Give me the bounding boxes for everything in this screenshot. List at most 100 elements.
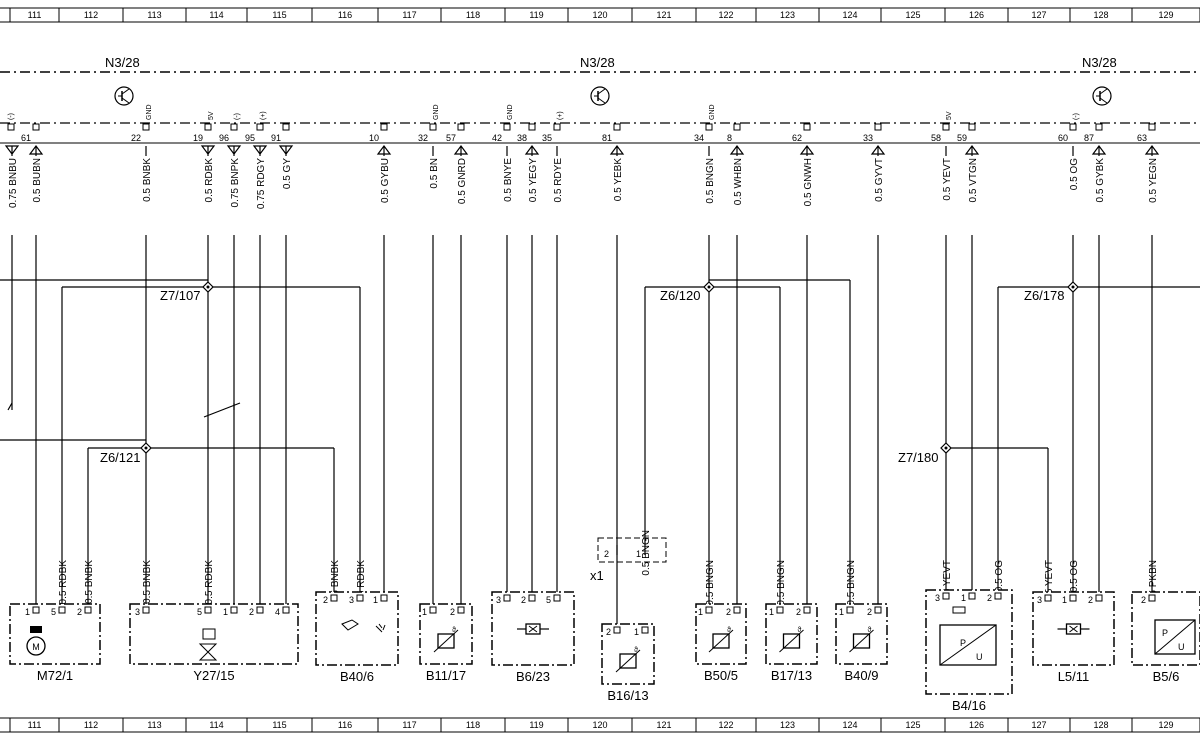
pin-number: 60 bbox=[1058, 133, 1068, 143]
component-pin-number: 3 bbox=[935, 593, 940, 603]
component-pin bbox=[503, 594, 511, 602]
theta-symbol: ϑ bbox=[868, 627, 872, 634]
ruler-label: 113 bbox=[147, 10, 161, 20]
wire-label: 0.5 YEBK bbox=[613, 158, 624, 202]
theta-symbol: ϑ bbox=[727, 627, 731, 634]
ruler-label: 123 bbox=[780, 10, 795, 20]
wire-segment bbox=[7, 402, 13, 411]
wire-label: 0.5 BNGN bbox=[776, 560, 787, 606]
pin-number: 61 bbox=[21, 133, 31, 143]
wire-segment bbox=[203, 402, 241, 418]
thermistor-slash bbox=[708, 629, 734, 653]
pin-number: 87 bbox=[1084, 133, 1094, 143]
component-pin-number: 1 bbox=[373, 595, 378, 605]
theta-symbol: ϑ bbox=[634, 647, 638, 654]
wire-label: 0.5 OG bbox=[1069, 158, 1080, 190]
component-pin bbox=[84, 606, 92, 614]
ruler-label: 125 bbox=[905, 720, 920, 730]
pin-socket bbox=[7, 123, 15, 131]
pin-signal: GND bbox=[433, 104, 440, 120]
component-pin-number: 3 bbox=[1037, 595, 1042, 605]
ruler-label: 118 bbox=[466, 720, 480, 730]
component-pin bbox=[230, 606, 238, 614]
component-box bbox=[835, 603, 888, 665]
pressure-u: U bbox=[976, 652, 983, 662]
component-pin bbox=[968, 592, 976, 600]
component-label: B5/6 bbox=[1153, 669, 1180, 684]
cross-icon bbox=[528, 625, 538, 633]
pin-socket bbox=[553, 123, 561, 131]
component-label: Y27/15 bbox=[193, 668, 234, 683]
thermistor-slash bbox=[615, 649, 641, 673]
component-pin bbox=[942, 592, 950, 600]
motor-block-icon bbox=[30, 626, 42, 633]
module-label: N3/28 bbox=[1082, 55, 1117, 70]
splice-dot bbox=[944, 446, 948, 450]
wire-label: 0.5 GYBK bbox=[1095, 158, 1106, 203]
solenoid-icon bbox=[202, 628, 216, 640]
oil-can-icon bbox=[341, 619, 359, 631]
pin-signal: 5V bbox=[208, 111, 215, 120]
component-pin-number: 1 bbox=[839, 607, 844, 617]
component-pin bbox=[142, 606, 150, 614]
pin-socket bbox=[1148, 123, 1156, 131]
pin-socket bbox=[256, 123, 264, 131]
component-pin bbox=[1148, 594, 1156, 602]
wire-label: 0.5 YEGN bbox=[1148, 158, 1159, 203]
connector-x1-label: x1 bbox=[590, 568, 604, 583]
wire-label: 0.5 GY bbox=[282, 158, 293, 189]
ruler-label: 114 bbox=[209, 720, 223, 730]
component-pin bbox=[874, 606, 882, 614]
component-pin-number: 2 bbox=[450, 607, 455, 617]
theta-symbol: ϑ bbox=[452, 627, 456, 634]
component-pin bbox=[776, 606, 784, 614]
pin-socket bbox=[230, 123, 238, 131]
splice-dot bbox=[206, 285, 210, 289]
pin-socket bbox=[733, 123, 741, 131]
component-label: L5/11 bbox=[1058, 669, 1090, 684]
pin-socket bbox=[803, 123, 811, 131]
wire-label: 0.5 RDBK bbox=[204, 158, 215, 203]
component-pin bbox=[204, 606, 212, 614]
component-pin bbox=[846, 606, 854, 614]
ruler-label: 128 bbox=[1093, 10, 1108, 20]
component-pin-number: 2 bbox=[1141, 595, 1146, 605]
pin-signal: (-) bbox=[234, 113, 241, 120]
ruler-label: 115 bbox=[272, 10, 286, 20]
ruler-label: 115 bbox=[272, 720, 286, 730]
pin-socket bbox=[380, 123, 388, 131]
component-box bbox=[9, 603, 101, 665]
component-pin-number: 1 bbox=[961, 593, 966, 603]
pin-number: 91 bbox=[271, 133, 281, 143]
component-pin-number: 2 bbox=[323, 595, 328, 605]
component-label: B40/6 bbox=[340, 669, 374, 684]
wire-label: 0.5 RDBK bbox=[58, 560, 69, 605]
ruler-label: 116 bbox=[338, 10, 352, 20]
ruler-label: 116 bbox=[338, 720, 352, 730]
wire-label: 0.5 BNGN bbox=[846, 560, 857, 606]
wire-label: 0.5 YEVT bbox=[942, 560, 953, 603]
splice-dot bbox=[707, 285, 711, 289]
ruler-label: 129 bbox=[1158, 10, 1173, 20]
component-label: B11/17 bbox=[426, 668, 466, 683]
pin-signal: GND bbox=[709, 104, 716, 120]
ruler-label: 120 bbox=[592, 10, 607, 20]
component-pin bbox=[553, 594, 561, 602]
component-pin bbox=[330, 594, 338, 602]
pin-signal: (-) bbox=[8, 113, 15, 120]
wire-label: 0.5 BNBK bbox=[330, 560, 341, 604]
transistor-icon bbox=[114, 86, 134, 106]
component-pin-number: 2 bbox=[796, 607, 801, 617]
pin-number: 95 bbox=[245, 133, 255, 143]
pressure-p: P bbox=[960, 638, 966, 648]
component-pin-number: 1 bbox=[223, 607, 228, 617]
component-pin bbox=[32, 606, 40, 614]
pin-signal: 5V bbox=[946, 111, 953, 120]
theta-symbol: ϑ bbox=[798, 627, 802, 634]
wire-label: 0.75 BNPK bbox=[230, 158, 241, 208]
component-pin bbox=[733, 606, 741, 614]
component-pin-number: 3 bbox=[135, 607, 140, 617]
pin-number: 63 bbox=[1137, 133, 1147, 143]
